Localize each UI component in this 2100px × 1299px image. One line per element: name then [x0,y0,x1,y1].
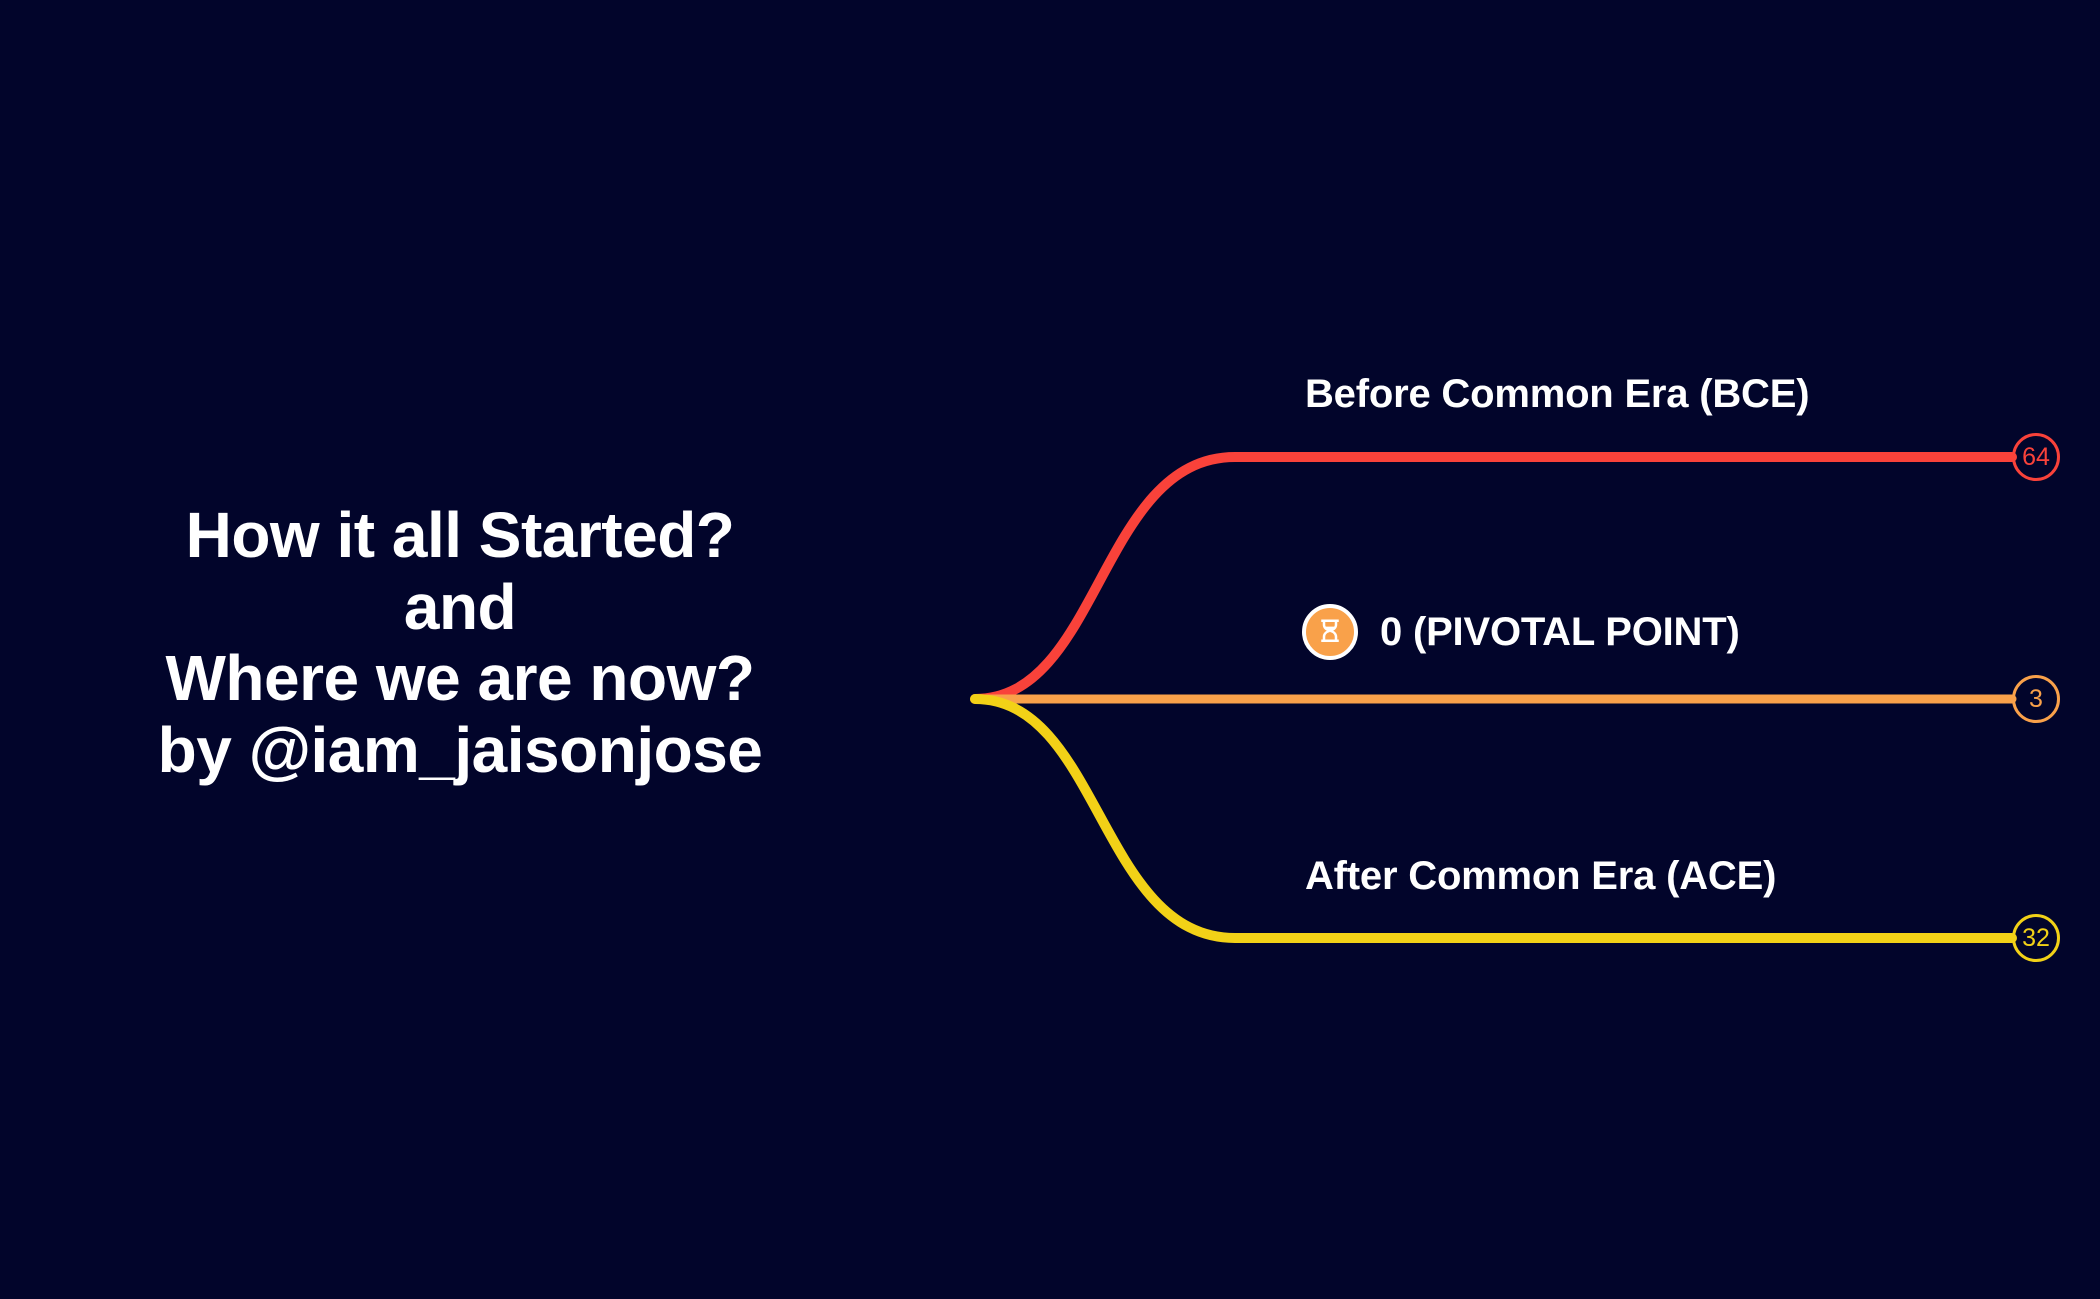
badge-pivot-count: 3 [2012,675,2060,723]
page-title: How it all Started? and Where we are now… [0,499,920,787]
title-line-3: Where we are now? [165,642,755,715]
title-line-1: How it all Started? [185,499,735,571]
pivotal-point-label: 0 (PIVOTAL POINT) [1380,609,1740,654]
title-line-2: and [403,570,517,643]
pivotal-point-row: 0 (PIVOTAL POINT) [1302,604,1740,660]
hourglass-icon [1302,604,1358,660]
branch-label-bce: Before Common Era (BCE) [1305,372,1810,416]
badge-bce-count: 64 [2012,433,2060,481]
branch-line-bce [970,452,2017,704]
branch-line-ace [970,694,2017,943]
badge-ace-count: 32 [2012,914,2060,962]
branch-label-ace: After Common Era (ACE) [1305,854,1777,898]
title-line-4: by @iam_jaisonjose [157,714,763,787]
